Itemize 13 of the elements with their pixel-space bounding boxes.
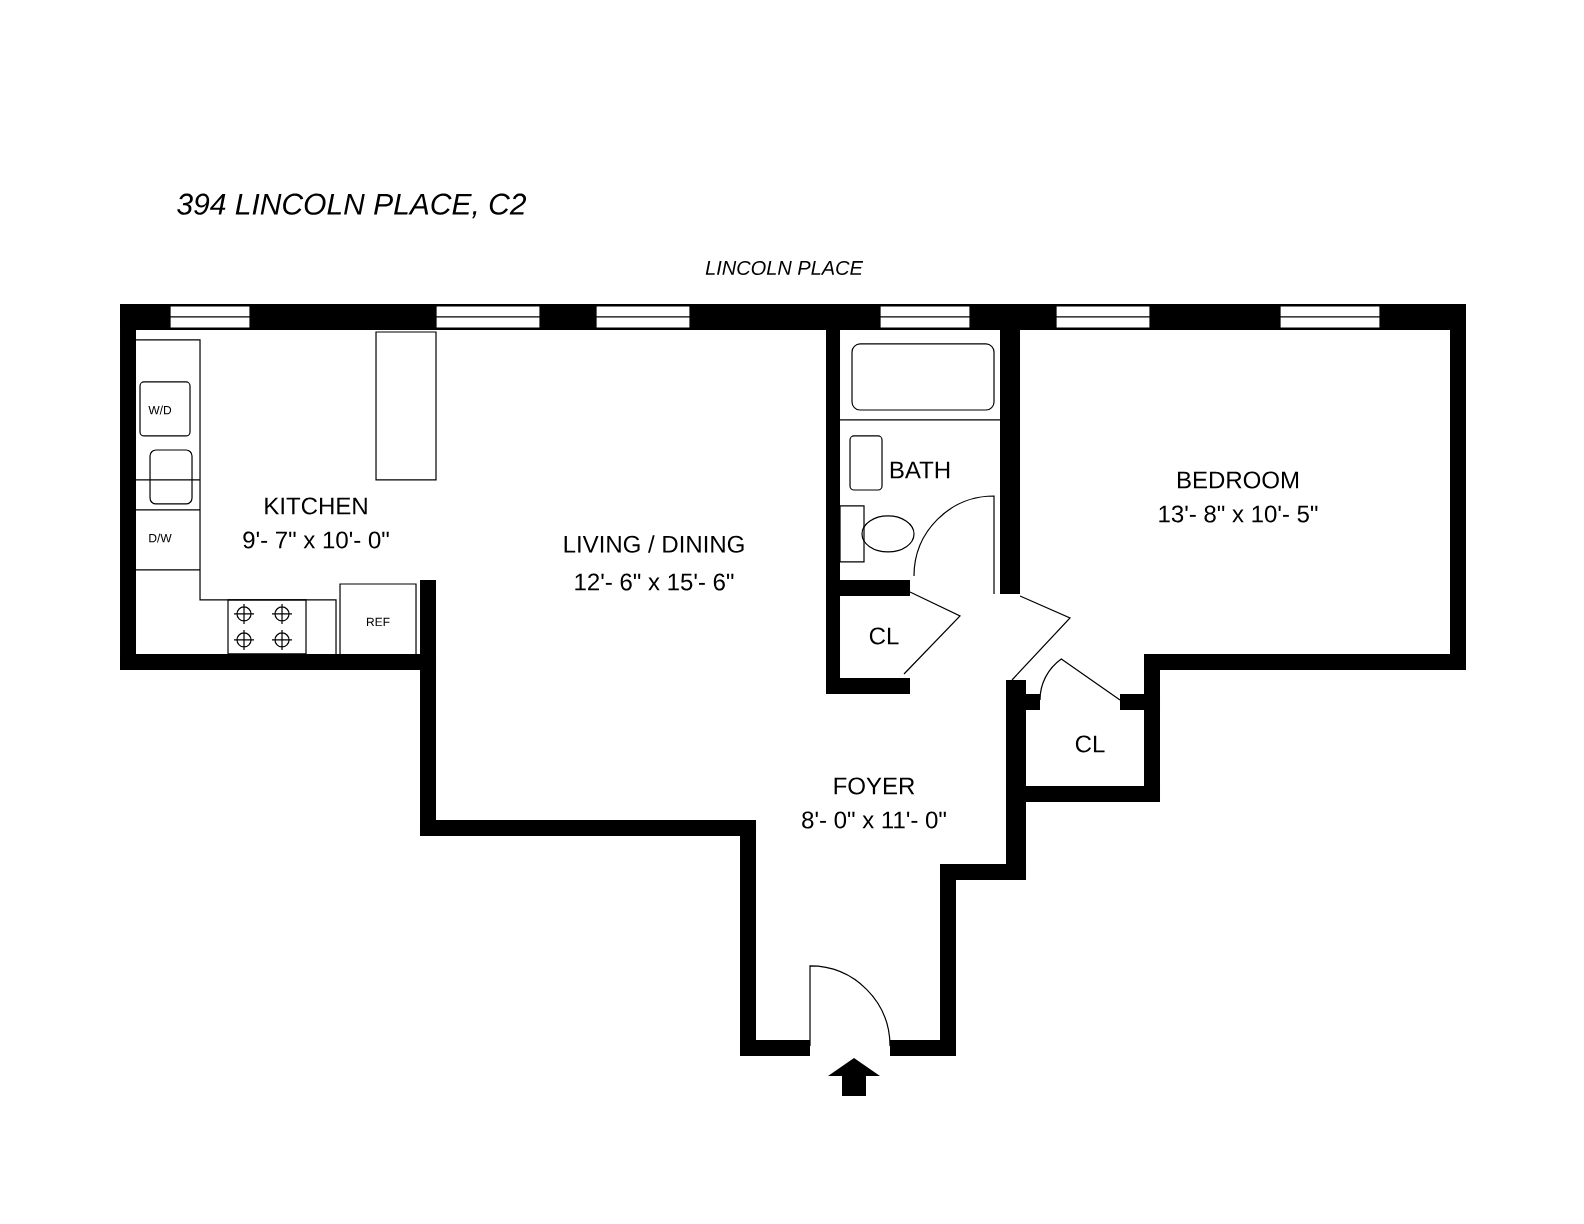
room-label: 8'- 0" x 11'- 0": [802, 811, 946, 829]
room-label: BEDROOM: [1178, 471, 1298, 489]
room-label: 12'- 6" x 15'- 6": [575, 573, 734, 591]
room-label: BATH: [890, 461, 950, 479]
street-label: LINCOLN PLACE: [705, 260, 864, 276]
room-label: 13'- 8" x 10'- 5": [1159, 505, 1318, 523]
room-label: LIVING / DINING: [564, 535, 744, 553]
title: 394 LINCOLN PLACE, C2: [177, 193, 527, 219]
room-label: CL: [1075, 735, 1105, 753]
room-label: CL: [869, 627, 899, 645]
room-label: KITCHEN: [265, 497, 367, 515]
room-label: FOYER: [834, 777, 915, 795]
room-label: 9'- 7" x 10'- 0": [243, 531, 389, 549]
